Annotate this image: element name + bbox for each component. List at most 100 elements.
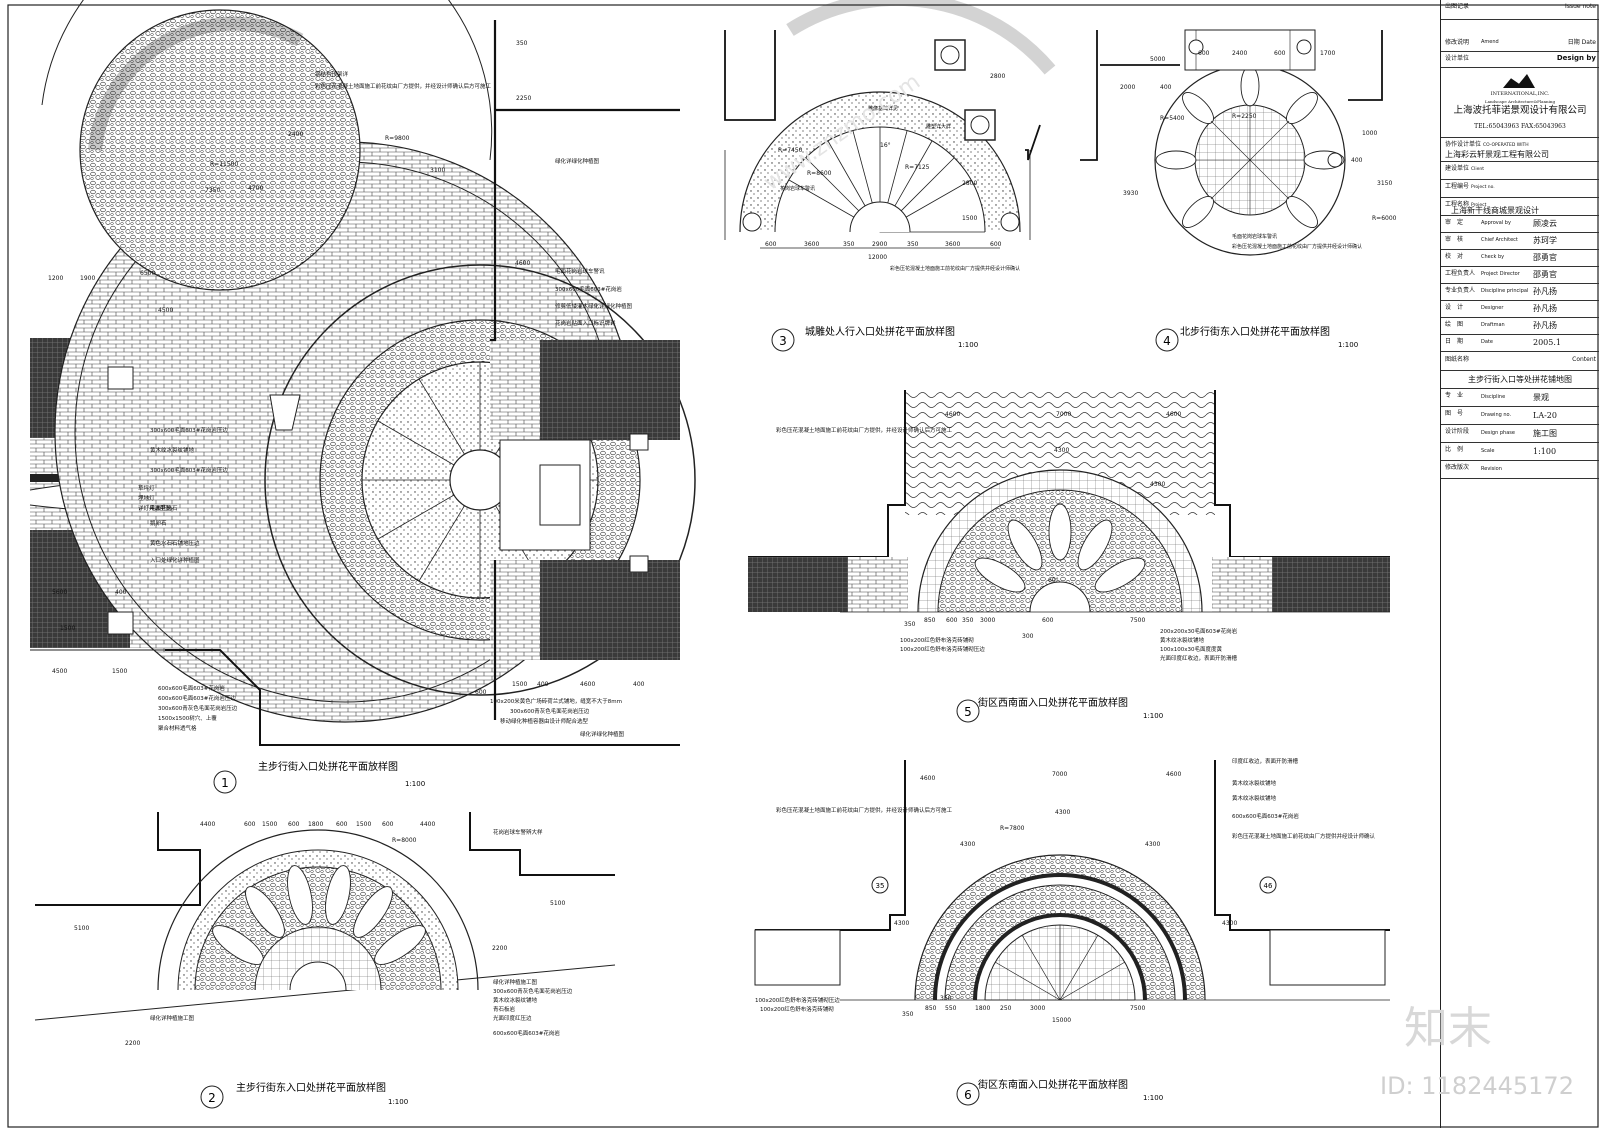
tb-detail-en: Scale — [1481, 448, 1495, 454]
drawing-1-marker — [213, 770, 237, 794]
svg-text:15000: 15000 — [1052, 1017, 1071, 1024]
svg-text:R=2250: R=2250 — [1232, 113, 1257, 120]
svg-text:400: 400 — [633, 681, 645, 688]
svg-text:R=7800: R=7800 — [1000, 825, 1025, 832]
svg-text:6500: 6500 — [140, 270, 155, 277]
svg-text:600: 600 — [382, 821, 394, 828]
svg-text:2400: 2400 — [288, 131, 303, 138]
svg-text:1500: 1500 — [356, 821, 371, 828]
svg-text:黄木纹冰裂纹铺地: 黄木纹冰裂纹铺地 — [1232, 779, 1277, 787]
svg-text:彩色压花混凝土地面施工前花纹由厂方提供并经设计师确认: 彩色压花混凝土地面施工前花纹由厂方提供并经设计师确认 — [1232, 832, 1376, 840]
svg-text:5100: 5100 — [550, 900, 565, 907]
svg-text:2200: 2200 — [492, 945, 507, 952]
svg-text:850: 850 — [925, 1005, 937, 1012]
tb-content-value: 主步行街入口等处拼花铺地图 — [1468, 375, 1572, 384]
tb-amend: 修改说明 — [1445, 39, 1470, 46]
svg-text:600: 600 — [765, 241, 777, 248]
svg-text:350: 350 — [962, 617, 974, 624]
tb-role-en: Draftman — [1481, 322, 1505, 328]
svg-text:7000: 7000 — [1056, 411, 1071, 418]
svg-text:600: 600 — [244, 821, 256, 828]
svg-text:彩色压花混凝土地面施工前花纹由厂方提供，并经设计师确认后方可: 彩色压花混凝土地面施工前花纹由厂方提供，并经设计师确认后方可施工 — [315, 82, 492, 90]
svg-text:1500: 1500 — [262, 821, 277, 828]
svg-text:黄木纹冰裂纹铺地: 黄木纹冰裂纹铺地 — [1232, 794, 1277, 802]
drawing-4-scale: 1:100 — [1338, 341, 1358, 349]
svg-text:7000: 7000 — [1052, 771, 1067, 778]
svg-text:4300: 4300 — [960, 841, 975, 848]
svg-text:4600: 4600 — [1166, 411, 1181, 418]
drawing-4-north-entrance — [1080, 29, 1383, 256]
svg-text:200x200x30毛面603#花岗岩: 200x200x30毛面603#花岗岩 — [1160, 627, 1238, 635]
drawing-1-scale: 1:100 — [405, 780, 425, 788]
svg-text:R=7450: R=7450 — [778, 147, 803, 154]
tb-issue-record: 出图记录 — [1445, 3, 1470, 10]
tb-role-en: Approval by — [1481, 220, 1511, 226]
tb-logo-sub: Landscape Architecture&Planning — [1484, 99, 1556, 104]
svg-text:1200: 1200 — [48, 275, 63, 282]
tb-content-row: 图纸名称 Content — [1441, 353, 1599, 371]
svg-text:4600: 4600 — [580, 681, 595, 688]
tb-role-en: Discipline principal — [1481, 288, 1529, 294]
tb-role-cn: 审 核 — [1445, 236, 1464, 243]
svg-text:600: 600 — [475, 689, 487, 696]
d6-marker-right — [1259, 876, 1277, 894]
svg-text:R=8000: R=8000 — [392, 837, 417, 844]
tb-project-name: 上海新干线商城景观设计 — [1451, 206, 1539, 215]
tb-detail-value: 景观 — [1533, 393, 1549, 402]
svg-text:400: 400 — [1160, 84, 1172, 91]
svg-text:300x600毛面603#花岗岩压边: 300x600毛面603#花岗岩压边 — [150, 426, 228, 434]
tb-role-en: Date — [1481, 339, 1493, 345]
tb-content-en: Content — [1572, 356, 1596, 363]
tb-role-name: 2005.1 — [1533, 338, 1561, 347]
svg-text:4300: 4300 — [1222, 920, 1237, 927]
drawing-2-title: 主步行街东入口处拼花平面放样图 — [236, 1081, 386, 1094]
tb-detail-value: LA-20 — [1533, 411, 1557, 420]
tb-detail-en: Discipline — [1481, 394, 1506, 400]
svg-text:300x600毛面603#花岗岩压边: 300x600毛面603#花岗岩压边 — [150, 466, 228, 474]
svg-text:3100: 3100 — [430, 167, 445, 174]
svg-text:R=6000: R=6000 — [1372, 215, 1397, 222]
drawing-5-title: 街区西南面入口处拼花平面放样图 — [978, 696, 1128, 709]
sheet-border — [7, 4, 1599, 1128]
d1-notes: 钢结构顶架详 彩色压花混凝土地面施工前花纹由厂方提供，并经设计师确认后方可施工 … — [138, 70, 633, 738]
tb-amend-en: Amend — [1481, 39, 1499, 45]
svg-text:4300: 4300 — [1150, 481, 1165, 488]
svg-text:毛面花岗石: 毛面花岗石 — [150, 504, 178, 512]
svg-text:4300: 4300 — [894, 920, 909, 927]
tb-project-no-row: 工程编号 Project no. — [1441, 180, 1599, 198]
svg-text:4500: 4500 — [158, 307, 173, 314]
tb-client-row: 建设单位 Client — [1441, 162, 1599, 180]
svg-text:绿化详绿化种植图: 绿化详绿化种植图 — [555, 157, 600, 165]
svg-text:4600: 4600 — [920, 775, 935, 782]
drawing-2-marker — [200, 1085, 224, 1109]
d4-dimensions: 5000 2000 400 600 2400 600 1700 R=2250 R… — [1120, 50, 1397, 222]
svg-text:1900: 1900 — [80, 275, 95, 282]
svg-text:2000: 2000 — [1120, 84, 1135, 91]
tb-role-name: 邵勇官 — [1533, 253, 1557, 262]
tb-role-cn: 校 对 — [1445, 253, 1464, 260]
drawing-5-scale: 1:100 — [1143, 712, 1163, 720]
svg-text:入口处绿化详种植图: 入口处绿化详种植图 — [150, 556, 200, 564]
svg-text:5000: 5000 — [1150, 56, 1165, 63]
svg-text:R=5400: R=5400 — [1160, 115, 1185, 122]
tb-detail-value: 1:100 — [1533, 447, 1557, 456]
svg-text:300x600毛面603#花岗岩: 300x600毛面603#花岗岩 — [555, 285, 622, 293]
tb-role-cn: 绘 图 — [1445, 321, 1464, 328]
svg-text:青石板岩: 青石板岩 — [493, 1005, 516, 1013]
drawing-4-title: 北步行街东入口处拼花平面放样图 — [1180, 325, 1330, 338]
svg-text:4300: 4300 — [1055, 809, 1070, 816]
d3-dimensions: 600 3600 350 2900 350 3600 600 12000 R=7… — [765, 73, 1005, 261]
svg-text:彩色压花混凝土地面施工前花纹由厂方提供，并经设计师确认后方可: 彩色压花混凝土地面施工前花纹由厂方提供，并经设计师确认后方可施工 — [776, 806, 953, 814]
tb-design-by: Design by — [1556, 54, 1596, 62]
svg-text:100x200米黄色广场砖荷兰式铺地，缝宽不大于8mm: 100x200米黄色广场砖荷兰式铺地，缝宽不大于8mm — [490, 697, 622, 705]
tb-design-unit-row: 设计单位 Design by — [1441, 52, 1599, 68]
d5-petals — [974, 503, 1146, 593]
drawing-3-number: 3 — [779, 334, 787, 348]
svg-text:1800: 1800 — [975, 1005, 990, 1012]
drawing-4-marker — [1155, 328, 1179, 352]
